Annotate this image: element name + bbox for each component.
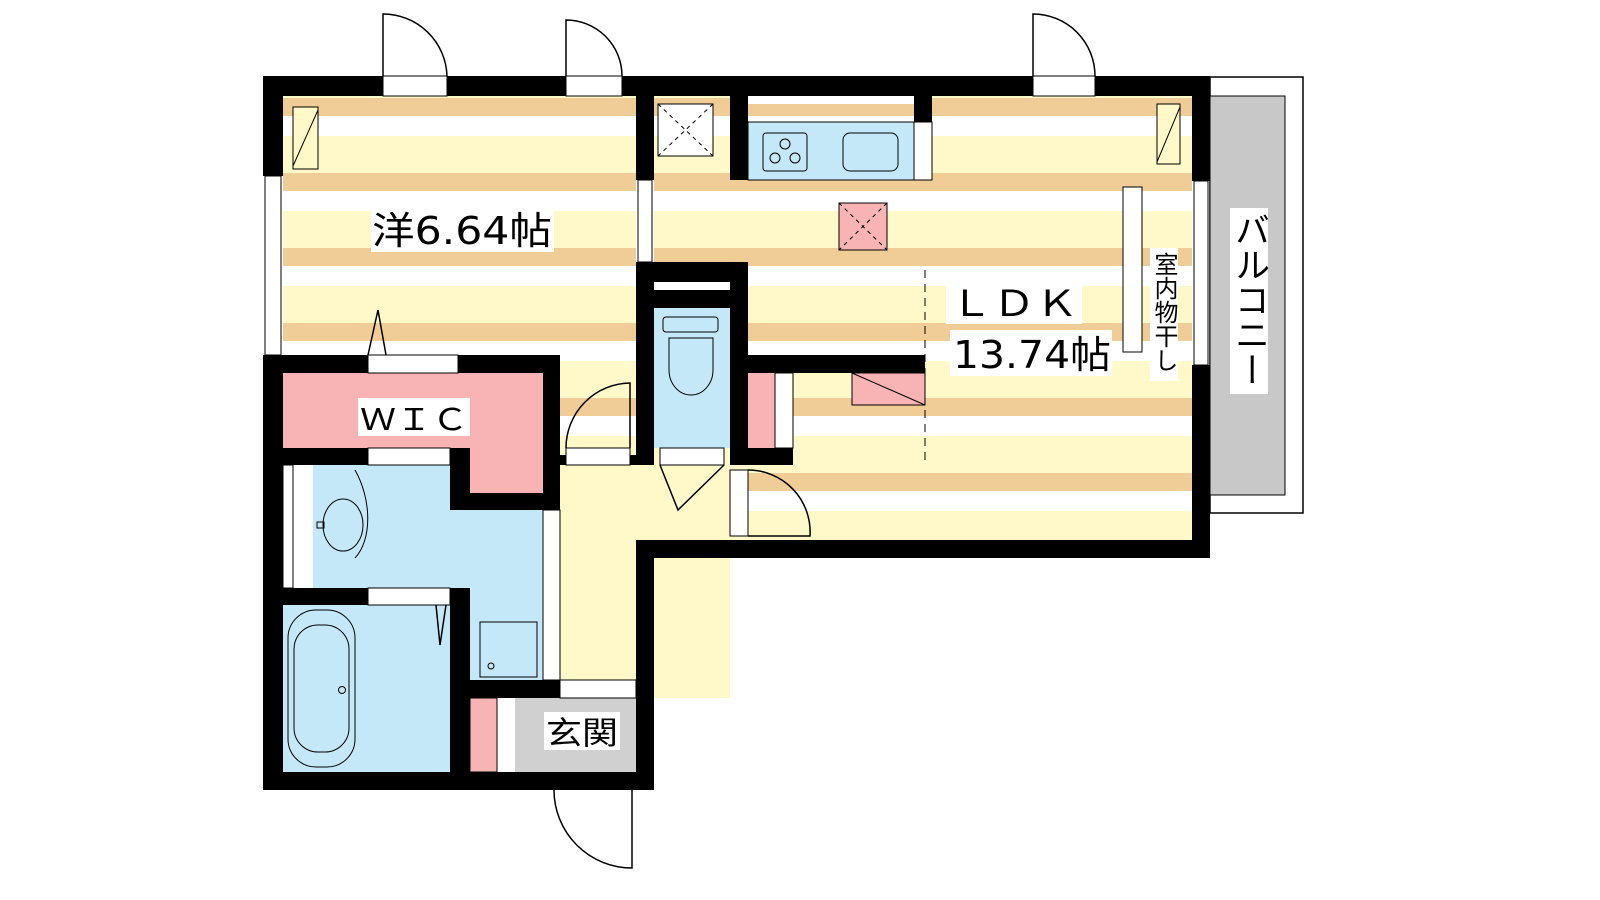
door-balcony-north — [1032, 13, 1096, 77]
ldk-label: ＬＤＫ — [950, 284, 1078, 325]
door-wic — [367, 309, 387, 356]
ldk-size-label: 13.74帖 — [953, 333, 1111, 377]
ldk-cabinet — [851, 372, 926, 406]
walls — [263, 76, 1210, 790]
balcony-label: バルコニー — [1229, 212, 1269, 387]
toilet-shelf — [654, 282, 730, 290]
stove — [762, 132, 808, 172]
toilet-room — [654, 308, 730, 448]
burner-icon — [769, 138, 801, 164]
door-toilet — [659, 464, 725, 512]
fridge-space — [657, 103, 714, 157]
door-hall — [565, 382, 631, 449]
closet-ldk — [1156, 103, 1181, 165]
shoe-cabinet — [469, 697, 498, 773]
sink-icon — [842, 132, 899, 172]
washbasin-icon — [316, 469, 369, 559]
washing-machine-space — [479, 621, 538, 678]
door-ldk — [747, 469, 811, 537]
door-ldk-north — [565, 19, 623, 77]
drying-rod — [1122, 186, 1143, 353]
toilet-icon — [662, 316, 719, 396]
kitchen-counter-end — [913, 121, 933, 181]
windows — [264, 75, 1209, 699]
doors — [367, 13, 1096, 869]
wic-label: ＷＩＣ — [360, 403, 468, 438]
western-room-label: 洋6.64帖 — [372, 209, 552, 253]
washroom — [313, 465, 543, 680]
ldk-storage — [748, 373, 775, 448]
pillar-marker — [838, 202, 888, 251]
entrance-label: 玄関 — [546, 714, 618, 752]
closet-western — [292, 106, 319, 170]
indoor-drying-label: 室内物干し — [1150, 252, 1178, 372]
door-western-north — [382, 13, 448, 77]
bathroom — [283, 605, 450, 772]
door-bath — [435, 604, 447, 646]
bathtub-icon — [287, 609, 356, 768]
door-entrance — [553, 789, 633, 869]
hallway-floor-2 — [560, 465, 636, 698]
kitchen-hood-slot — [748, 96, 914, 104]
